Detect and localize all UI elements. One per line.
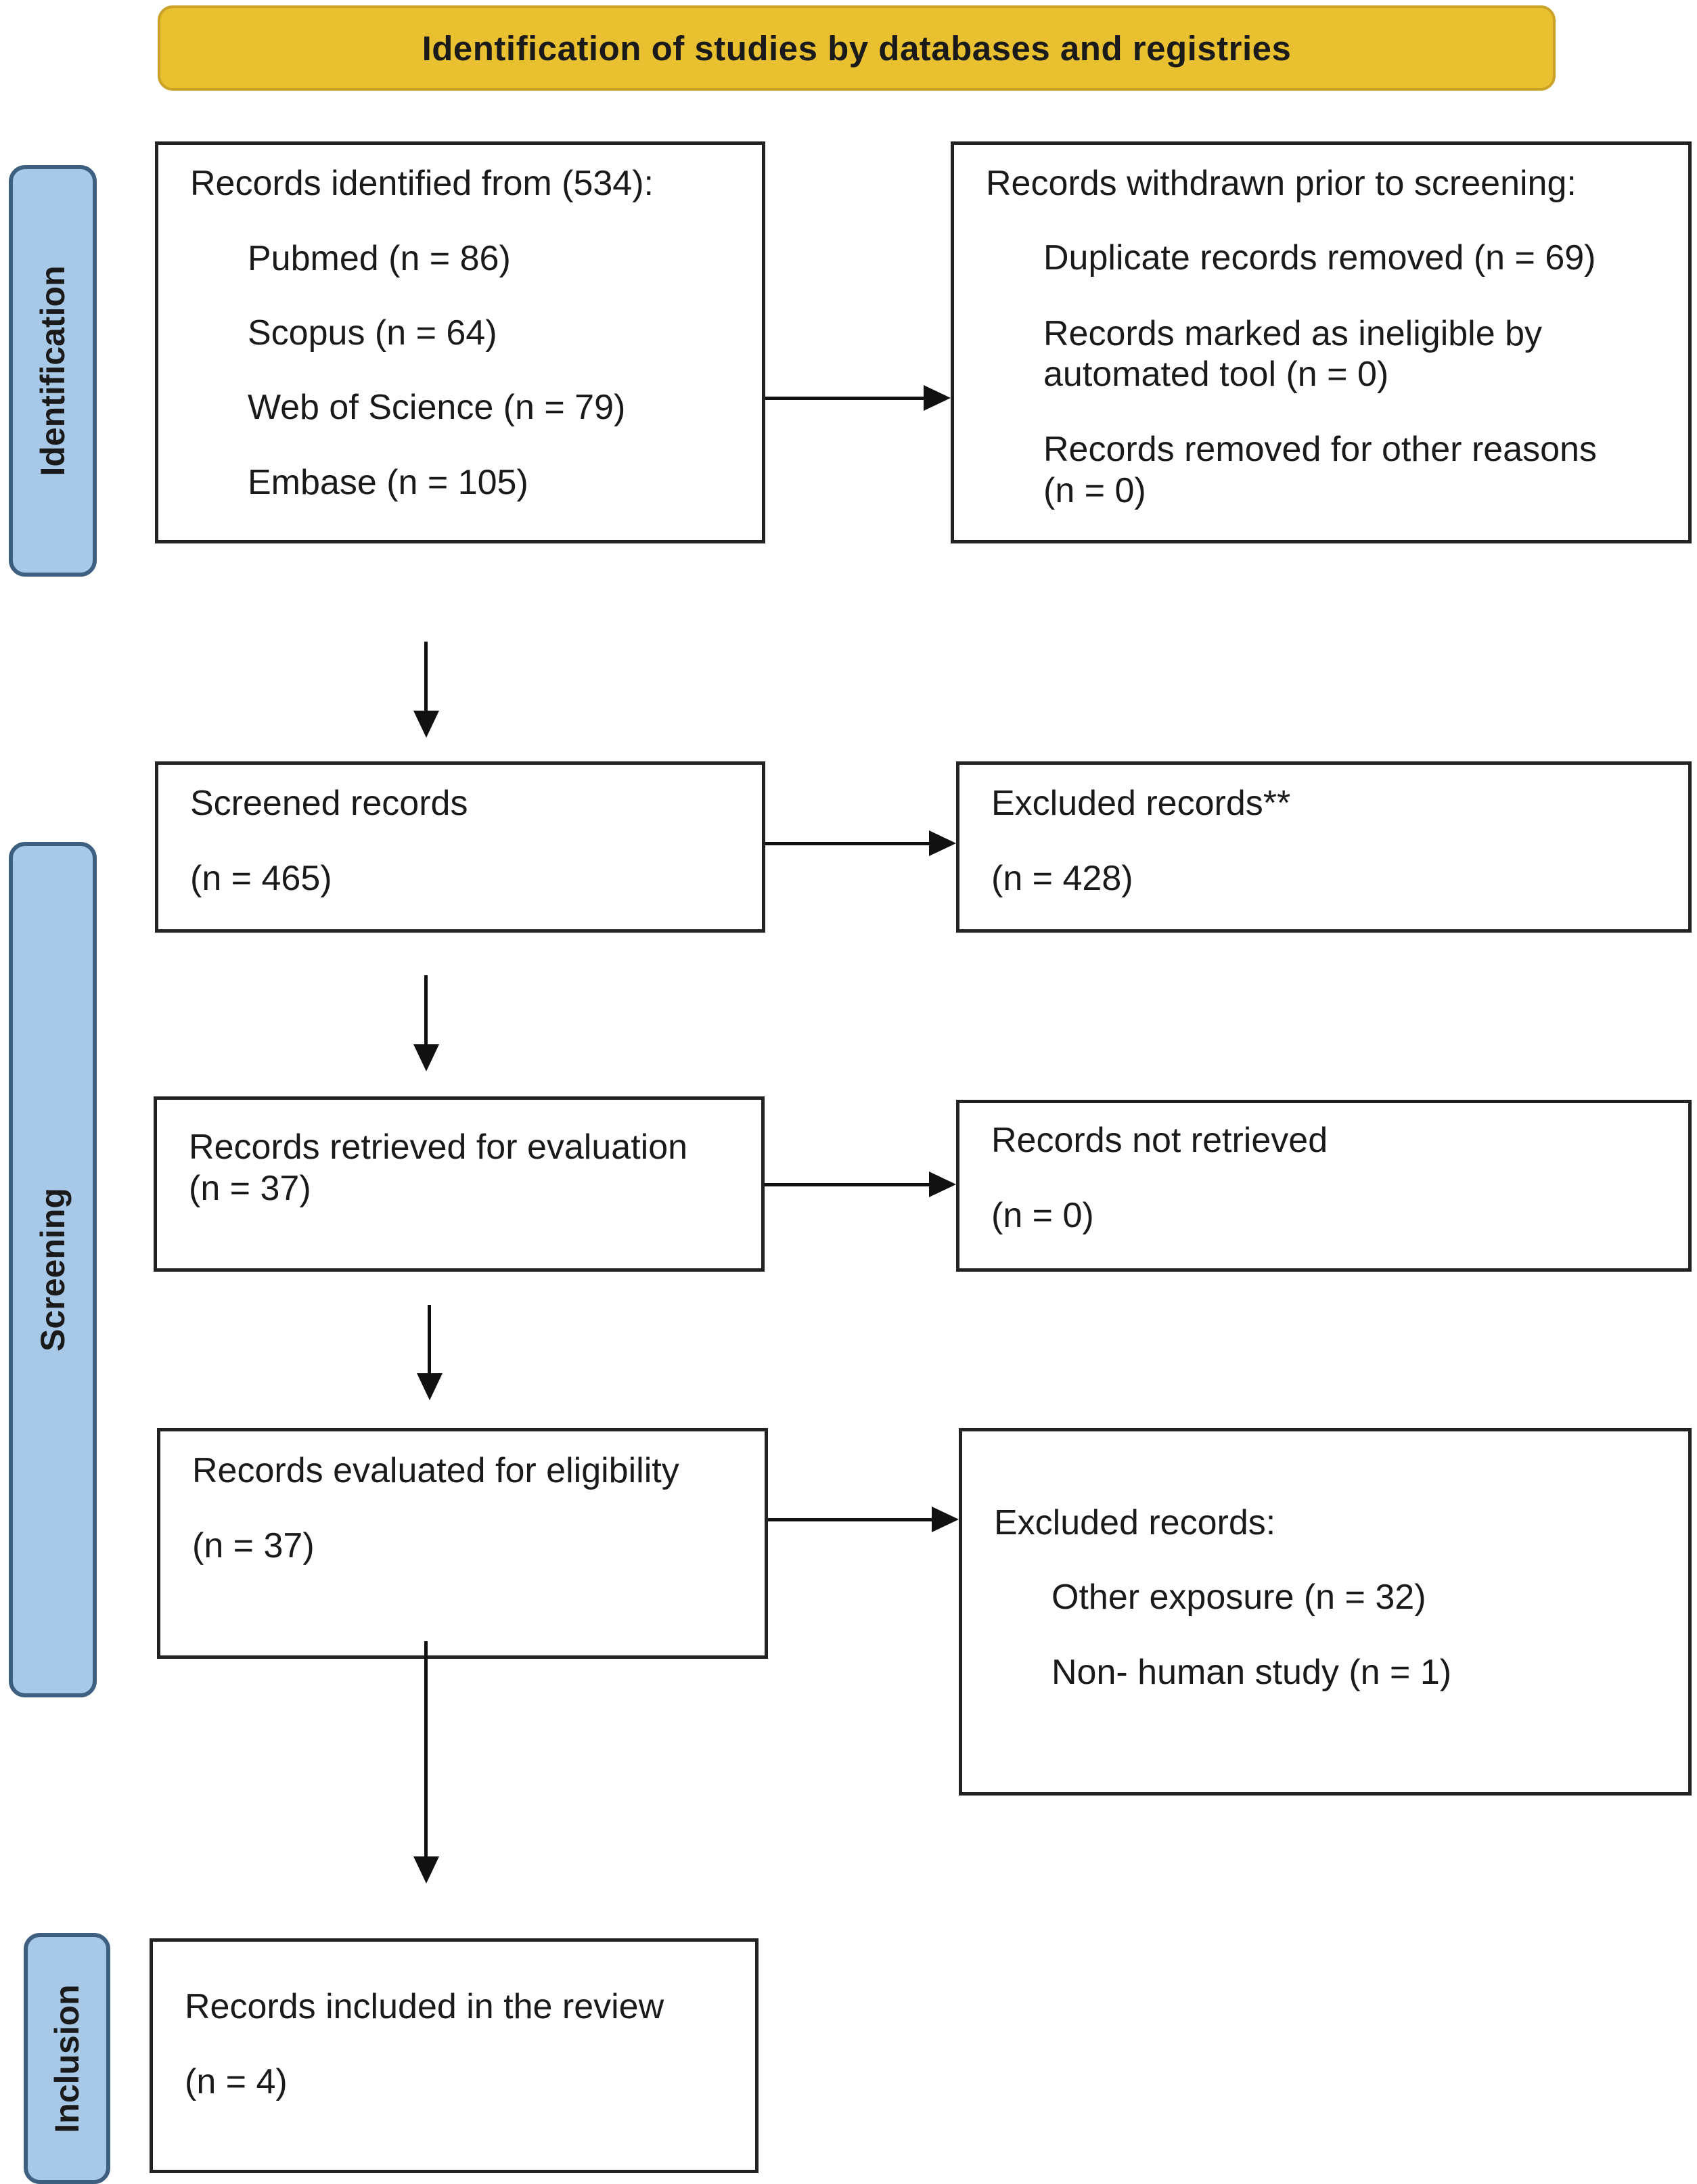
excluded-screen-title: Excluded records** bbox=[991, 784, 1291, 823]
identified-embase: Embase (n = 105) bbox=[248, 463, 528, 502]
evaluated-box: Records evaluated for eligibility (n = 3… bbox=[157, 1428, 768, 1659]
evaluated-count: (n = 37) bbox=[192, 1526, 315, 1565]
included-count: (n = 4) bbox=[185, 2062, 288, 2101]
excluded-screen-box: Excluded records** (n = 428) bbox=[956, 761, 1692, 933]
withdrawn-other-line1: Records removed for other reasons bbox=[1043, 430, 1597, 469]
included-title: Records included in the review bbox=[185, 1987, 664, 2026]
withdrawn-title: Records withdrawn prior to screening: bbox=[986, 164, 1577, 203]
excluded-eligibility-box: Excluded records: Other exposure (n = 32… bbox=[959, 1428, 1692, 1796]
screened-count: (n = 465) bbox=[190, 859, 332, 898]
identified-pubmed: Pubmed (n = 86) bbox=[248, 239, 511, 278]
excluded-screen-count: (n = 428) bbox=[991, 859, 1133, 898]
evaluated-title: Records evaluated for eligibility bbox=[192, 1451, 679, 1490]
retrieved-title: Records retrieved for evaluation bbox=[189, 1128, 688, 1167]
included-box: Records included in the review (n = 4) bbox=[150, 1938, 759, 2173]
identified-title: Records identified from (534): bbox=[190, 164, 654, 203]
identified-wos: Web of Science (n = 79) bbox=[248, 388, 626, 427]
header-title: Identification of studies by databases a… bbox=[422, 28, 1292, 68]
phase-screening: Screening bbox=[9, 842, 97, 1697]
not-retrieved-count: (n = 0) bbox=[991, 1196, 1094, 1235]
phase-identification-label: Identification bbox=[34, 265, 72, 476]
phase-identification: Identification bbox=[9, 165, 97, 577]
screened-title: Screened records bbox=[190, 784, 468, 823]
retrieved-box: Records retrieved for evaluation (n = 37… bbox=[154, 1096, 765, 1272]
withdrawn-other-line2: (n = 0) bbox=[1043, 471, 1146, 510]
phase-inclusion-label: Inclusion bbox=[48, 1984, 86, 2133]
withdrawn-box: Records withdrawn prior to screening: Du… bbox=[951, 141, 1692, 543]
phase-inclusion: Inclusion bbox=[24, 1933, 110, 2184]
retrieved-count: (n = 37) bbox=[189, 1169, 311, 1208]
withdrawn-duplicates: Duplicate records removed (n = 69) bbox=[1043, 238, 1596, 277]
excluded-other-exposure: Other exposure (n = 32) bbox=[1051, 1578, 1426, 1617]
phase-screening-label: Screening bbox=[34, 1188, 72, 1352]
identified-scopus: Scopus (n = 64) bbox=[248, 313, 497, 353]
screened-box: Screened records (n = 465) bbox=[155, 761, 765, 933]
excluded-eligibility-title: Excluded records: bbox=[994, 1503, 1276, 1542]
not-retrieved-box: Records not retrieved (n = 0) bbox=[956, 1100, 1692, 1272]
excluded-non-human: Non- human study (n = 1) bbox=[1051, 1653, 1452, 1692]
flow-header: Identification of studies by databases a… bbox=[158, 5, 1556, 91]
not-retrieved-title: Records not retrieved bbox=[991, 1121, 1328, 1160]
withdrawn-ineligible-line1: Records marked as ineligible by bbox=[1043, 314, 1543, 353]
identified-box: Records identified from (534): Pubmed (n… bbox=[155, 141, 765, 543]
withdrawn-ineligible-line2: automated tool (n = 0) bbox=[1043, 355, 1389, 394]
